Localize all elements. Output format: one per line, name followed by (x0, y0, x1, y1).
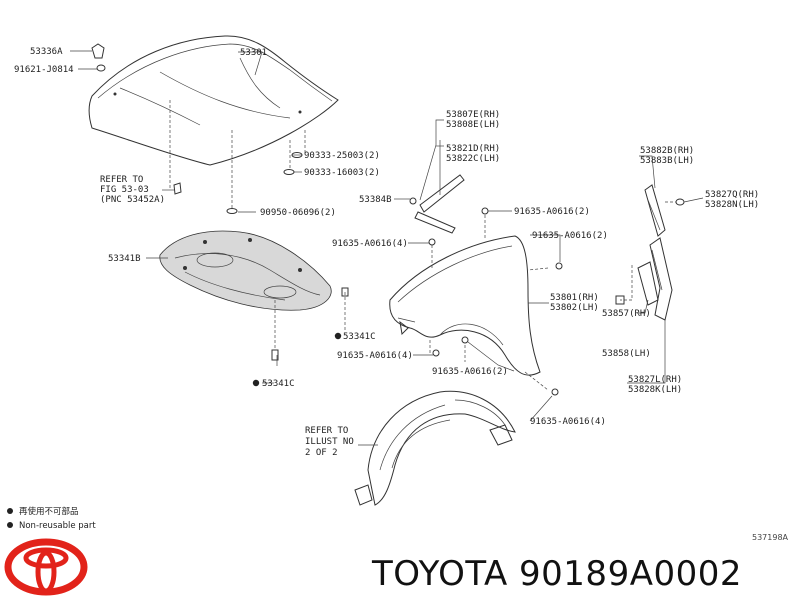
label-53828N: 53828N(LH) (705, 200, 759, 210)
label-53827Q: 53827Q(RH) (705, 190, 759, 200)
cushion-part (283, 169, 295, 175)
label-53883B: 53883B(LH) (640, 156, 694, 166)
clip-part (615, 295, 625, 305)
cushion-part (226, 208, 238, 214)
label-90333-b: 90333-16003(2) (304, 168, 380, 178)
legend-dot (7, 508, 13, 514)
legend-reusable-prohibited: 再使用不可部品 (19, 506, 79, 517)
toyota-logo (4, 538, 88, 596)
label-refer2-line1: REFER TO (305, 426, 348, 436)
part-number-title: TOYOTA 90189A0002 (371, 554, 742, 594)
dashed-guide (620, 265, 633, 301)
clip-part (341, 287, 349, 297)
label-90333-a: 90333-25003(2) (304, 151, 380, 161)
non-reusable-marker (252, 379, 260, 387)
label-91621: 91621-J0814 (14, 65, 74, 75)
dashed-guide (527, 267, 549, 271)
front-fender (389, 235, 541, 376)
label-refer1-line2: FIG 53-03 (100, 185, 149, 195)
label-53828K: 53828K(LH) (628, 385, 682, 395)
hood-panel (88, 35, 339, 166)
label-refer1-line3: (PNC 53452A) (100, 195, 165, 205)
legend-non-reusable: Non-reusable part (19, 521, 96, 531)
label-91635-4b: 91635-A0616(4) (332, 239, 408, 249)
label-refer1-line1: REFER TO (100, 175, 143, 185)
label-refer2-line2: ILLUST NO (305, 437, 354, 447)
label-53301: 53301 (240, 48, 267, 58)
label-53821D: 53821D(RH) (446, 144, 500, 154)
label-90950: 90950-06096(2) (260, 208, 336, 218)
label-91635-2b: 91635-A0616(2) (532, 231, 608, 241)
label-53336A: 53336A (30, 47, 63, 57)
hood-insulator (159, 230, 332, 311)
label-91635-4d: 91635-A0616(4) (530, 417, 606, 427)
label-53802: 53802(LH) (550, 303, 599, 313)
diagram-code: 537198A (752, 533, 789, 542)
hood-hole (298, 110, 302, 114)
leader-lines (70, 50, 704, 446)
label-53341C-a: 53341C (343, 332, 376, 342)
label-refer2-line3: 2 OF 2 (305, 448, 338, 458)
label-53808E: 53808E(LH) (446, 120, 500, 130)
hood-hole (113, 92, 117, 96)
label-53341C-b: 53341C (262, 379, 295, 389)
label-91635-2a: 91635-A0616(2) (514, 207, 590, 217)
bolt-group (409, 197, 563, 396)
lock-part (173, 182, 182, 195)
label-53822C: 53822C(LH) (446, 154, 500, 164)
hood-stay-bracket (91, 43, 106, 72)
legend-dot (7, 522, 13, 528)
clip-part (271, 349, 279, 361)
label-91635-4a: 91635-A0616(4) (337, 351, 413, 361)
label-53801: 53801(RH) (550, 293, 599, 303)
label-53341B: 53341B (108, 254, 141, 264)
fender-seal (419, 174, 465, 213)
label-53827L: 53827L(RH) (628, 375, 682, 385)
label-53807E: 53807E(RH) (446, 110, 500, 120)
fender-seal (414, 211, 456, 234)
fender-liner (354, 390, 516, 506)
label-91635-2c: 91635-A0616(2) (432, 367, 508, 377)
label-53882B: 53882B(RH) (640, 146, 694, 156)
seal-right-lower (637, 237, 673, 321)
non-reusable-marker (334, 332, 342, 340)
part-labels: 53336A 91621-J0814 53301 90333-25003(2) … (14, 47, 759, 458)
clip-part (675, 198, 685, 206)
label-53857: 53857(RH) (602, 309, 651, 319)
legend: 再使用不可部品 Non-reusable part (7, 506, 96, 531)
seal-right-upper (644, 184, 666, 237)
label-53858: 53858(LH) (602, 349, 651, 359)
label-53384B: 53384B (359, 195, 392, 205)
